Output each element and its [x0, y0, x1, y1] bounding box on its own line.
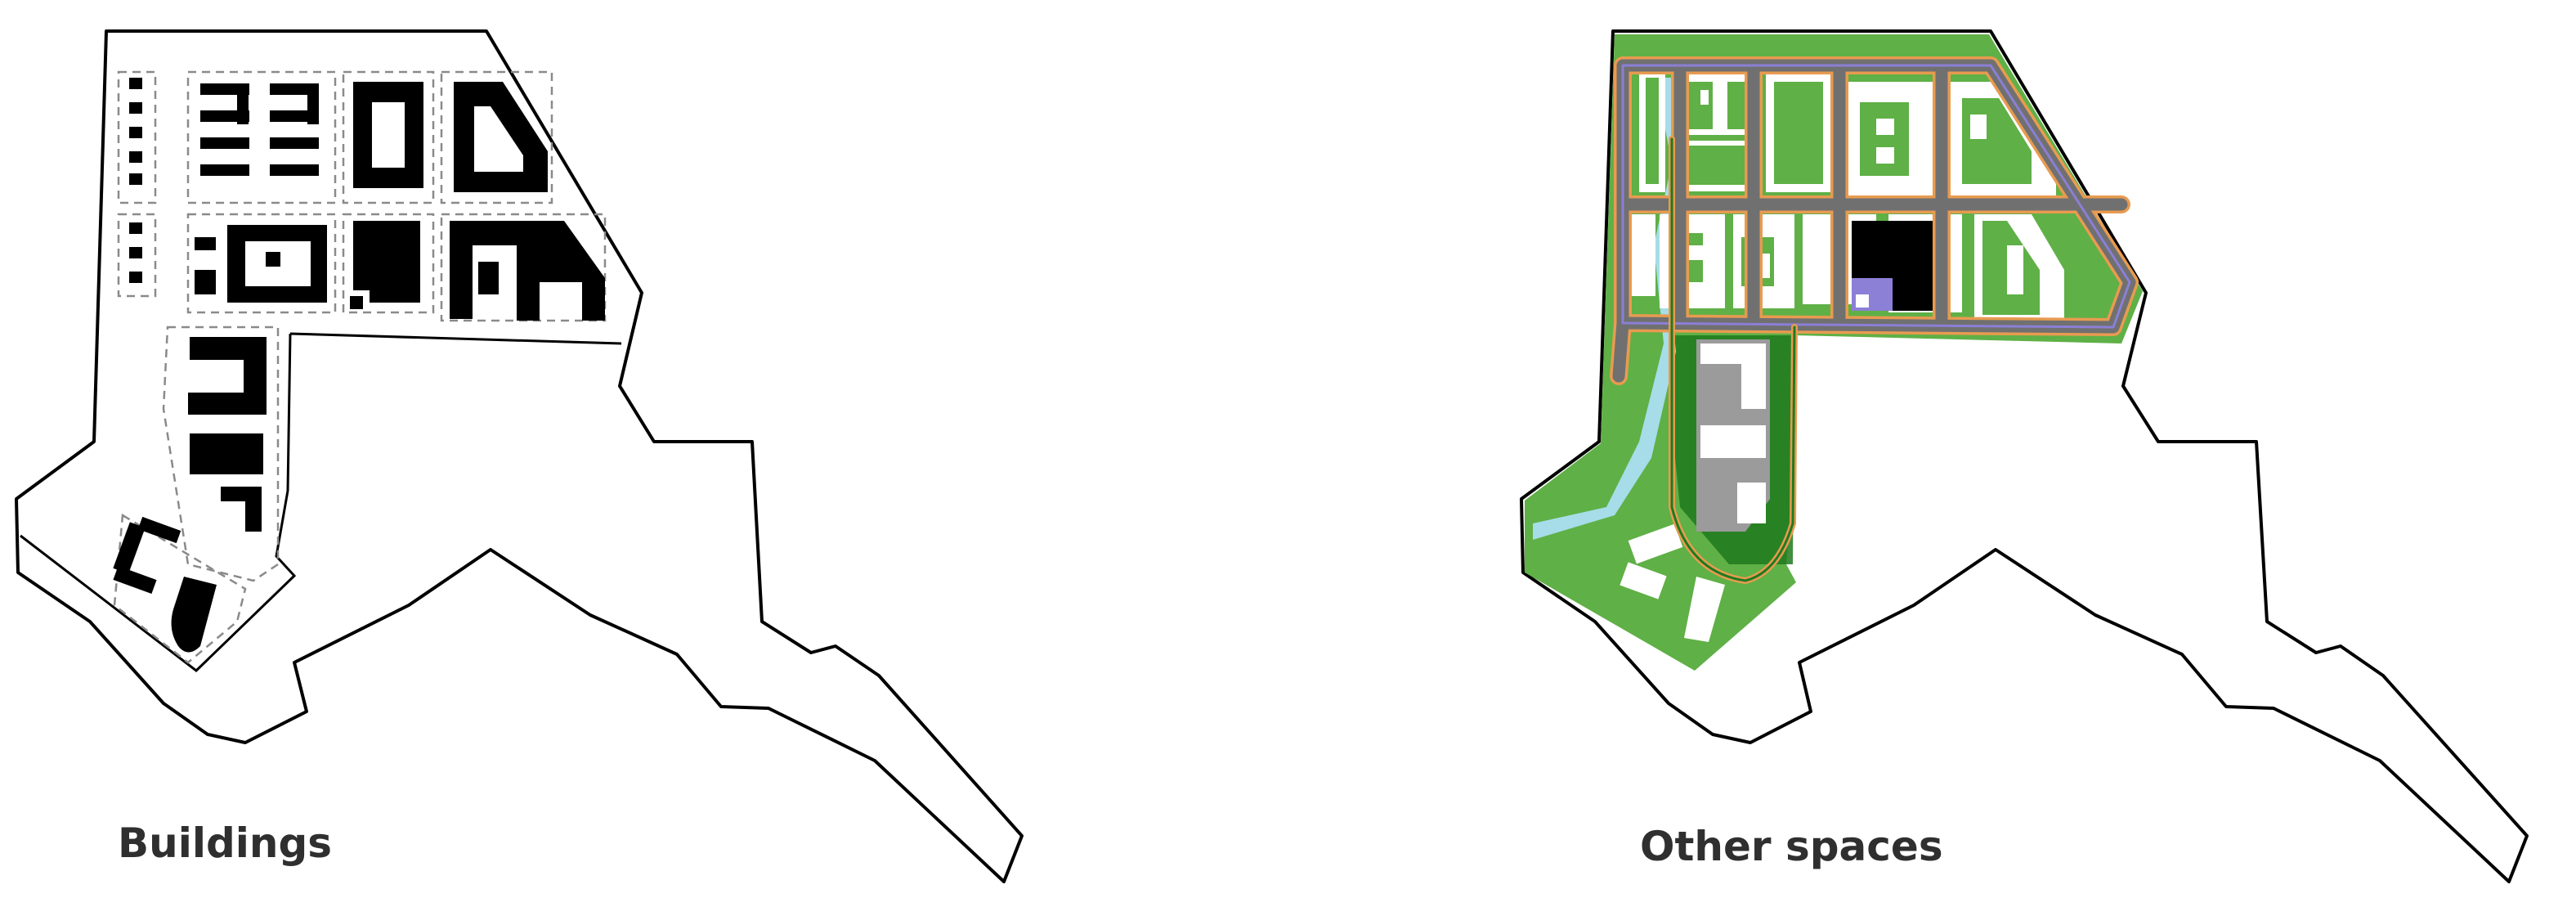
building-footprints	[113, 78, 605, 653]
water-stream	[1533, 78, 1687, 540]
buildings-caption: Buildings	[118, 819, 333, 867]
inner-boundary	[20, 332, 622, 672]
road-network	[1610, 56, 2139, 584]
other-spaces-panel: Other spaces	[1288, 0, 2575, 907]
buildings-panel: Buildings	[15, 29, 1024, 883]
other-spaces-caption: Other spaces	[1640, 823, 1943, 870]
gray-paving-cutouts	[1700, 343, 1766, 523]
other-spaces-map	[1520, 29, 2529, 883]
southwest-buildings	[1620, 523, 1725, 642]
buildings-map	[15, 29, 1024, 883]
site-boundary	[15, 29, 1024, 883]
